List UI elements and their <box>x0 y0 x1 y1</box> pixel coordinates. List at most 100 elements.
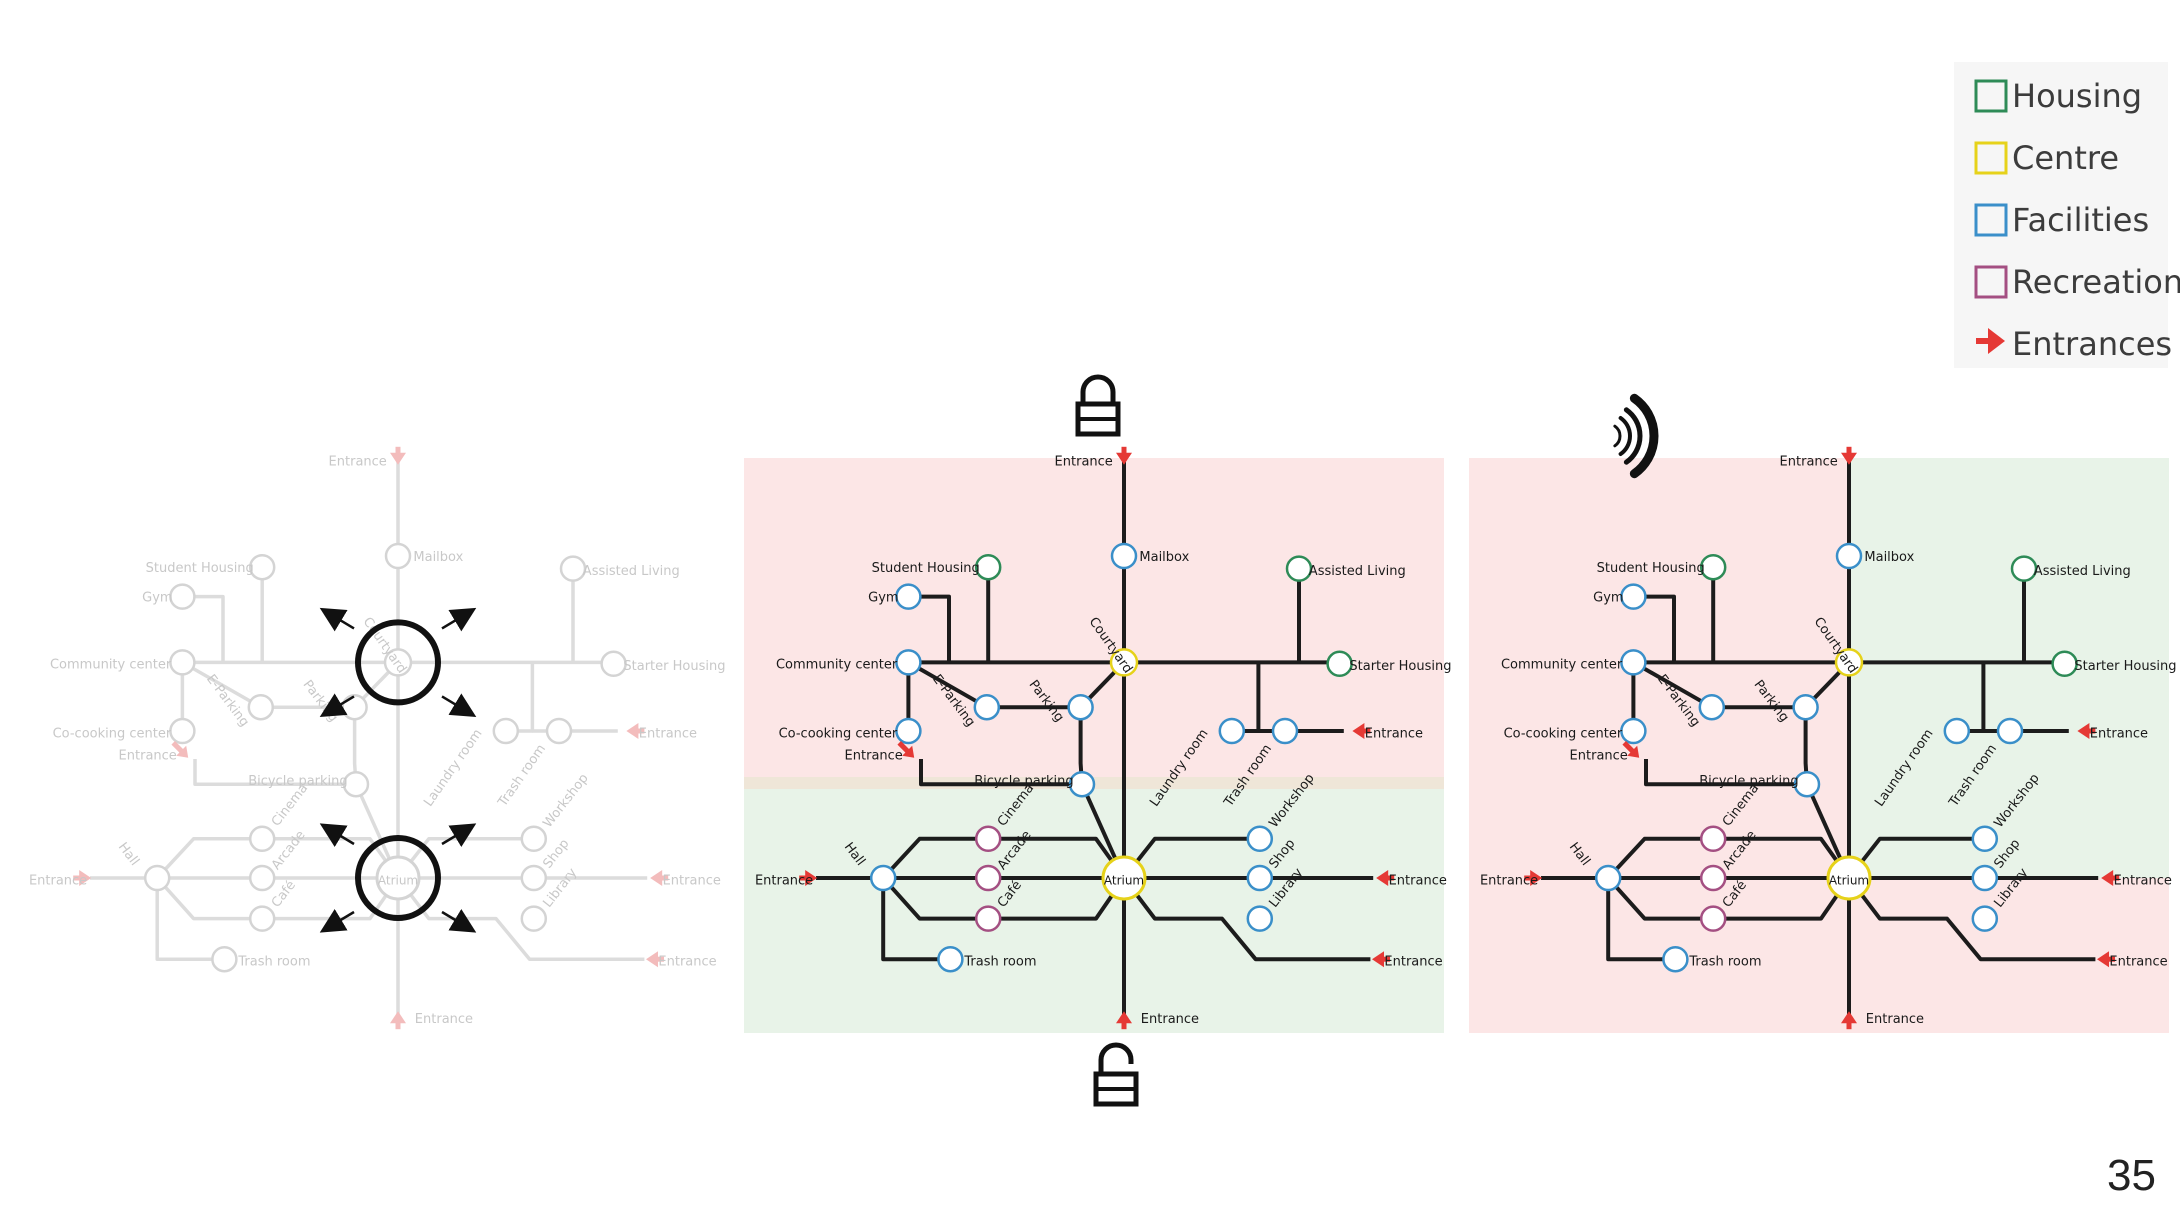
node-bicycle-parking <box>1068 770 1096 798</box>
node-shop <box>1971 864 1999 892</box>
node-e-parking <box>973 693 1001 721</box>
label-entrance: Entrance <box>29 873 87 888</box>
label-trash-room: Trash room <box>1688 955 1761 970</box>
node-parking <box>1792 693 1819 721</box>
label-starter-housing: Starter Housing <box>623 659 725 674</box>
network-line <box>181 660 262 709</box>
entrance-east-upper-arrow <box>626 723 645 739</box>
node-arcade <box>248 864 276 892</box>
node-labels: EntranceEntranceEntranceEntranceEntrance… <box>29 455 726 1027</box>
node-hall <box>1594 864 1622 892</box>
legend-item-centre: Centre <box>1974 139 2119 177</box>
network-line <box>907 660 988 709</box>
entrance-bottom-arrow <box>390 1011 406 1030</box>
node-library <box>1246 905 1274 932</box>
network-line <box>155 878 225 961</box>
node-co-cooking-center <box>895 717 922 745</box>
node-cinema <box>248 825 276 853</box>
network-line <box>1122 876 1371 962</box>
label-entrance: Entrance <box>658 955 716 970</box>
label-entrance: Entrance <box>663 873 721 888</box>
entrance-cocooking-arrow <box>897 741 915 758</box>
node-starter-housing <box>1326 650 1353 678</box>
node-library <box>1971 905 1999 932</box>
label-assisted-living: Assisted Living <box>583 564 680 579</box>
label-mailbox: Mailbox <box>1864 550 1914 565</box>
label-hall: Hall <box>115 840 142 869</box>
node-hall <box>869 864 897 892</box>
network-line <box>1606 876 1851 921</box>
network-line <box>1847 876 2096 962</box>
expand-arrow-icon <box>319 908 355 933</box>
label-entrance: Entrance <box>1389 873 1447 888</box>
label-trash-room: Trash room <box>963 955 1036 970</box>
label-co-cooking-center: Co-cooking center <box>779 726 898 741</box>
legend-panel <box>1954 62 2168 368</box>
label-community-center: Community center <box>776 658 898 673</box>
network-line <box>1606 878 1676 962</box>
entrance-cocooking-arrow <box>171 741 189 758</box>
node-trash-room <box>937 945 964 973</box>
label-entrance: Entrance <box>1780 455 1838 470</box>
label-entrance: Entrance <box>1141 1012 1199 1027</box>
label-bicycle-parking: Bicycle parking <box>248 774 347 789</box>
label-library: Library <box>540 865 580 910</box>
courtyard-focus-ring <box>355 619 441 706</box>
label-assisted-living: Assisted Living <box>2034 564 2131 579</box>
node-cinema <box>1699 825 1727 853</box>
network-line <box>881 876 1126 921</box>
label-entrance: Entrance <box>1384 955 1442 970</box>
lock-open-icon <box>1093 1042 1139 1107</box>
node-laundry-room <box>1218 717 1246 745</box>
node-starter-housing <box>600 650 627 678</box>
node-trash-room <box>1996 717 2024 745</box>
label-entrance: Entrance <box>2109 955 2167 970</box>
node-assisted-living <box>559 555 587 582</box>
legend-swatch-housing <box>1974 79 2008 113</box>
node-e-parking <box>247 693 275 721</box>
label-bicycle-parking: Bicycle parking <box>974 774 1073 789</box>
label-entrance: Entrance <box>1866 1012 1924 1027</box>
label-entrance: Entrance <box>415 1012 473 1027</box>
node-starter-housing <box>2051 650 2078 678</box>
entrance-left-arrow <box>1524 870 1543 886</box>
label-entrance: Entrance <box>1480 873 1538 888</box>
label-gym: Gym <box>142 591 172 606</box>
legend-label-facilities: Facilities <box>2012 201 2149 239</box>
entrance-east-lower-arrow <box>646 951 664 968</box>
signal-wave <box>1613 424 1622 448</box>
legend-item-entrances: Entrances <box>1976 325 2172 363</box>
label-atrium: Atrium <box>378 873 418 887</box>
legend-item-facilities: Facilities <box>1974 201 2149 239</box>
public-zone <box>744 785 1444 1033</box>
node-gym <box>1620 583 1647 610</box>
legend-label-recreation: Recreation <box>2012 263 2180 301</box>
label-entrance: Entrance <box>2090 726 2148 741</box>
expand-arrow-icon <box>441 908 477 933</box>
node-trash-room <box>1662 945 1689 973</box>
label-community-center: Community center <box>1501 658 1623 673</box>
node-gym <box>169 583 196 610</box>
label-entrance: Entrance <box>845 749 903 764</box>
legend-swatch-facilities <box>1974 203 2008 237</box>
node-bicycle-parking <box>342 770 370 798</box>
legend-item-housing: Housing <box>1974 77 2142 115</box>
network-line <box>1606 836 1851 880</box>
network-line <box>919 759 1082 787</box>
expand-arrow-icon <box>319 693 355 717</box>
node-trash-room <box>211 945 238 973</box>
signal-wave <box>1629 393 1659 479</box>
label-mailbox: Mailbox <box>1139 550 1189 565</box>
entrance-east-upper-arrow <box>1352 723 1371 739</box>
node-co-cooking-center <box>1620 717 1647 745</box>
node-caf <box>248 905 276 932</box>
entrance-left-arrow <box>73 870 92 886</box>
node-mailbox <box>384 542 412 570</box>
legend-swatch-centre <box>1974 141 2008 175</box>
node-courtyard <box>1834 648 1864 677</box>
network-line <box>193 759 356 786</box>
network-nodes <box>143 542 627 973</box>
expand-arrow-icon <box>441 607 477 632</box>
network-line <box>881 878 951 962</box>
node-atrium <box>375 855 421 901</box>
